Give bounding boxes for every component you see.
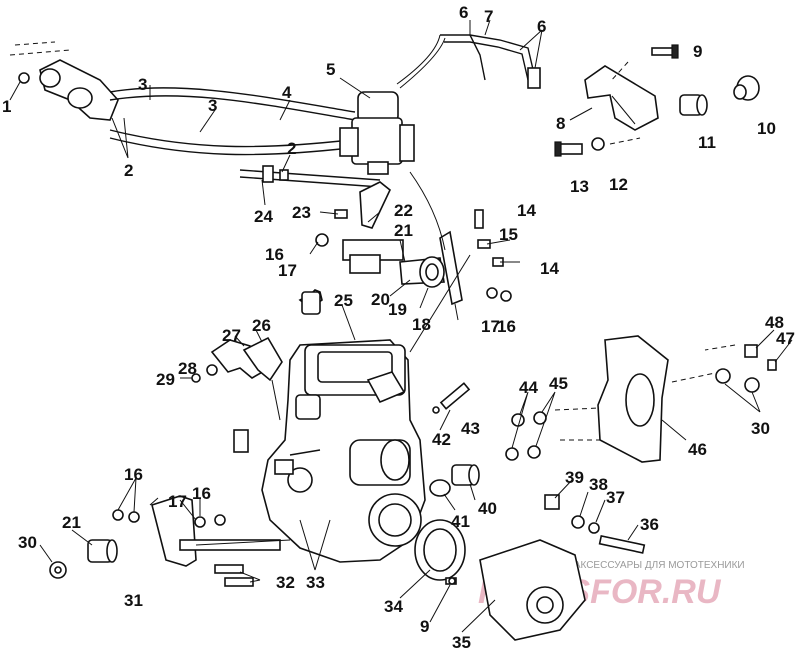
mount-bracket-31: [151, 495, 291, 587]
vent-hoses: [109, 87, 381, 188]
housing-35: [479, 539, 586, 641]
callout-7: 7: [484, 7, 493, 26]
callout-1: 1: [2, 97, 11, 116]
pin-42-43: [432, 382, 471, 414]
callout-36: 36: [640, 515, 659, 534]
mount-bracket-8: [584, 61, 659, 131]
callout-38: 38: [589, 475, 608, 494]
callout-48: 48: [765, 313, 784, 332]
callout-13: 13: [570, 177, 589, 196]
bushing-10: [733, 75, 760, 101]
callout-16-lower-mid: 16: [192, 484, 211, 503]
callout-27: 27: [222, 326, 241, 345]
callout-26: 26: [252, 316, 271, 335]
callout-2-left: 2: [124, 161, 133, 180]
intake-fitting: [9, 41, 119, 121]
callout-14-top: 14: [517, 201, 536, 220]
callout-20: 20: [371, 290, 390, 309]
callout-41: 41: [451, 512, 470, 531]
callout-5: 5: [326, 60, 335, 79]
callout-45: 45: [549, 374, 568, 393]
callout-21-upper: 21: [394, 221, 413, 240]
callout-3-mid: 3: [208, 96, 217, 115]
callout-31: 31: [124, 591, 143, 610]
callout-11: 11: [698, 133, 716, 152]
callout-16-right: 16: [497, 317, 516, 336]
callout-42: 42: [432, 430, 451, 449]
mount-21-lower: [87, 539, 118, 563]
bushing-11: [679, 94, 708, 116]
nut-30-left: [49, 561, 67, 579]
callout-21-lower: 21: [62, 513, 81, 532]
callout-30-right: 30: [751, 419, 770, 438]
callout-9-lower: 9: [420, 617, 429, 636]
callout-10: 10: [757, 119, 776, 138]
bolt-9-lower: [445, 577, 457, 585]
mount-hardware-right: [704, 344, 777, 393]
callout-43: 43: [461, 419, 480, 438]
carburetor: [339, 34, 446, 175]
callout-29: 29: [156, 370, 175, 389]
callout-35: 35: [452, 633, 471, 650]
callout-39: 39: [565, 468, 584, 487]
callout-34: 34: [384, 597, 403, 616]
callout-4: 4: [282, 83, 292, 102]
callout-30-left: 30: [18, 533, 37, 552]
coolant-elbow: [191, 336, 283, 421]
callout-17-lower: 17: [168, 492, 187, 511]
bearing-40-41: [429, 464, 480, 497]
gasket-34: [414, 519, 466, 581]
callout-40: 40: [478, 499, 497, 518]
watermark-tagline: ЗАПЧАСТИ И АКСЕССУАРЫ ДЛЯ МОТОТЕХНИКИ: [508, 560, 745, 571]
callout-37: 37: [606, 488, 625, 507]
callout-25: 25: [334, 291, 353, 310]
leader-lines: [9, 19, 793, 633]
callout-labels: 1 2 2 3 3 4 5 6 6 7 8 9 9 10 11 12 13 14…: [2, 3, 795, 650]
bolt-36-hardware: [544, 494, 646, 554]
callout-17-upper: 17: [278, 261, 297, 280]
callout-17-right: 17: [481, 317, 500, 336]
callout-44: 44: [519, 378, 538, 397]
callout-23: 23: [292, 203, 311, 222]
fuel-line: [440, 34, 541, 89]
callout-46: 46: [688, 440, 707, 459]
engine-block: [233, 289, 426, 563]
callout-47: 47: [776, 329, 795, 348]
bolt-13: [554, 141, 583, 157]
callout-3-left: 3: [138, 75, 147, 94]
callout-9-top: 9: [693, 42, 702, 61]
callout-2-mid: 2: [287, 139, 296, 158]
callout-19: 19: [388, 300, 407, 319]
callout-8: 8: [556, 114, 565, 133]
callout-32: 32: [276, 573, 295, 592]
callout-15: 15: [499, 225, 518, 244]
callout-12: 12: [609, 175, 628, 194]
callout-16-lower-left: 16: [124, 465, 143, 484]
callout-6-top: 6: [459, 3, 468, 22]
callout-18: 18: [412, 315, 431, 334]
callout-33: 33: [306, 573, 325, 592]
callout-14-lower: 14: [540, 259, 559, 278]
washer-12: [591, 137, 641, 151]
bolt-9-top: [651, 44, 679, 59]
callout-24: 24: [254, 207, 273, 226]
mount-plate-46: [554, 335, 721, 463]
callout-6-right: 6: [537, 17, 546, 36]
callout-16-upper: 16: [265, 245, 284, 264]
throttle-linkage: [315, 171, 512, 353]
callout-28: 28: [178, 359, 197, 378]
callout-22: 22: [394, 201, 413, 220]
